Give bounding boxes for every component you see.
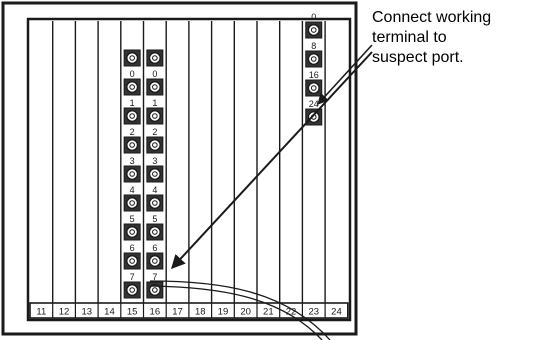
port-connector[interactable] (123, 49, 141, 67)
slot-number-label: 23 (308, 307, 319, 318)
port-number-label: 0 (130, 69, 135, 79)
port-connector[interactable] (123, 165, 141, 183)
port-connector[interactable] (146, 281, 164, 299)
port-number-label: 4 (152, 185, 157, 195)
port-column-slot-16: 0 1 2 3 4 5 6 7 (146, 49, 164, 299)
port-connector[interactable] (123, 281, 141, 299)
port-columns: 0 1 2 3 4 5 6 7 0 1 2 3 4 5 6 7 0 8 16 24 (123, 12, 323, 299)
terminal-cable-outer (149, 280, 331, 340)
port-number-label: 6 (130, 243, 135, 253)
port-connector[interactable] (146, 49, 164, 67)
port-connector[interactable] (146, 194, 164, 212)
port-connector[interactable] (305, 50, 323, 68)
port-number-label: 2 (130, 127, 135, 137)
slot-number-label: 13 (81, 307, 92, 318)
port-connector[interactable] (123, 252, 141, 270)
caption-line-3: suspect port. (372, 49, 464, 66)
slot-number-label: 15 (127, 307, 138, 318)
caption-line-2: terminal to (372, 29, 447, 46)
caption-line-1: Connect working (372, 9, 492, 26)
port-connector[interactable] (146, 136, 164, 154)
port-number-label: 0 (152, 69, 157, 79)
port-connector[interactable] (123, 78, 141, 96)
port-connector[interactable] (146, 223, 164, 241)
port-number-label: 6 (152, 243, 157, 253)
slot-dividers (52, 21, 326, 303)
port-number-label: 7 (130, 272, 135, 282)
slot-number-label: 18 (195, 307, 206, 318)
arrow-to-suspect-port-slot16 (171, 51, 373, 270)
port-number-label: 3 (152, 156, 157, 166)
port-connector[interactable] (305, 108, 323, 126)
port-number-label: 5 (152, 214, 157, 224)
cabinet-outer-frame (1, 1, 358, 336)
port-number-label: 2 (152, 127, 157, 137)
slot-number-label: 11 (36, 307, 46, 318)
port-number-label: 7 (152, 272, 157, 282)
slot-number-label: 12 (59, 307, 70, 318)
instruction-caption: Connect working terminal to suspect port… (372, 8, 556, 68)
slot-number-label: 16 (150, 307, 161, 318)
port-number-label: 5 (130, 214, 135, 224)
port-number-label: 1 (130, 98, 135, 108)
port-connector[interactable] (146, 252, 164, 270)
port-number-label: 4 (130, 185, 135, 195)
port-connector[interactable] (146, 107, 164, 125)
slot-number-label: 22 (286, 307, 297, 318)
port-connector[interactable] (146, 78, 164, 96)
port-number-label: 16 (309, 70, 319, 80)
port-number-label: 8 (311, 41, 316, 51)
slot-number-label: 24 (331, 307, 342, 318)
slot-number-label: 21 (263, 307, 274, 318)
port-column-slot-23: 0 8 16 24 (305, 12, 323, 126)
port-connector[interactable] (123, 107, 141, 125)
port-number-label: 0 (311, 12, 316, 22)
terminal-cable-inner (149, 285, 323, 340)
slot-number-label: 17 (172, 307, 183, 318)
card-cage-frame (26, 17, 352, 322)
port-connector[interactable] (146, 165, 164, 183)
port-connector[interactable] (305, 21, 323, 39)
arrow-to-suspect-port-slot23 (317, 44, 373, 105)
port-connector[interactable] (305, 79, 323, 97)
port-number-label: 1 (152, 98, 157, 108)
slot-number-label: 20 (240, 307, 251, 318)
slot-number-label: 14 (104, 307, 115, 318)
port-column-slot-15: 0 1 2 3 4 5 6 7 (123, 49, 141, 299)
port-connector[interactable] (123, 194, 141, 212)
port-number-label: 24 (309, 99, 319, 109)
slot-number-strip: 11 12 13 14 15 16 17 18 19 20 21 22 23 24 (29, 302, 349, 319)
port-number-label: 3 (130, 156, 135, 166)
slot-number-label: 19 (218, 307, 229, 318)
port-connector[interactable] (123, 136, 141, 154)
port-connector[interactable] (123, 223, 141, 241)
